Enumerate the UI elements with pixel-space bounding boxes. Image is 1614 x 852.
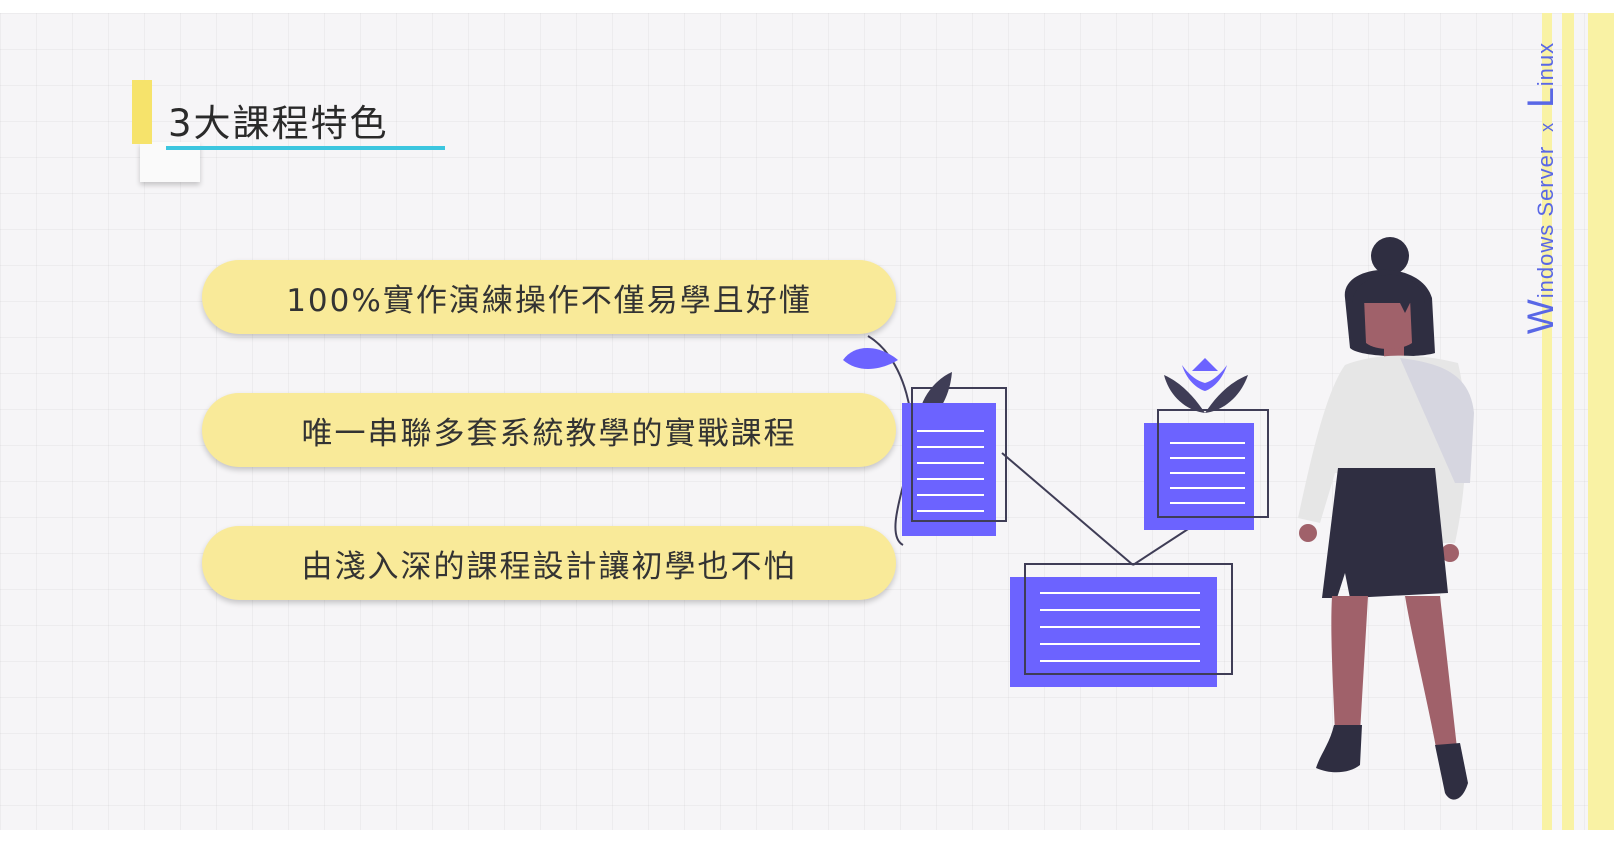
slide: 3大課程特色 100%實作演練操作不僅易學且好懂 唯一串聯多套系統教學的實戰課程… <box>0 13 1614 830</box>
side-label-separator: x <box>1537 121 1557 132</box>
side-label-initial-1: W <box>1520 298 1561 335</box>
person-illustration <box>1298 237 1474 800</box>
decor-stripe <box>1588 13 1614 830</box>
feature-item-2: 唯一串聯多套系統教學的實戰課程 <box>202 393 896 467</box>
document-icon <box>1144 409 1269 530</box>
side-label-initial-2: L <box>1520 86 1561 108</box>
side-label: Windows Server x Linux <box>1520 13 1562 368</box>
feature-item-1: 100%實作演練操作不僅易學且好懂 <box>202 260 896 334</box>
title-underline <box>166 146 445 150</box>
document-icon <box>902 387 1007 536</box>
feature-item-3: 由淺入深的課程設計讓初學也不怕 <box>202 526 896 600</box>
flower-icon <box>1164 358 1248 413</box>
document-icon <box>1010 563 1233 687</box>
side-label-part-2: inux <box>1533 41 1558 87</box>
decor-stripe <box>1562 13 1574 830</box>
side-label-part-1: indows Server <box>1533 145 1558 299</box>
page-title: 3大課程特色 <box>168 102 389 145</box>
document-flow-illustration <box>843 237 1474 800</box>
title-accent-bar <box>132 80 152 144</box>
decor-stripe <box>1542 13 1552 830</box>
